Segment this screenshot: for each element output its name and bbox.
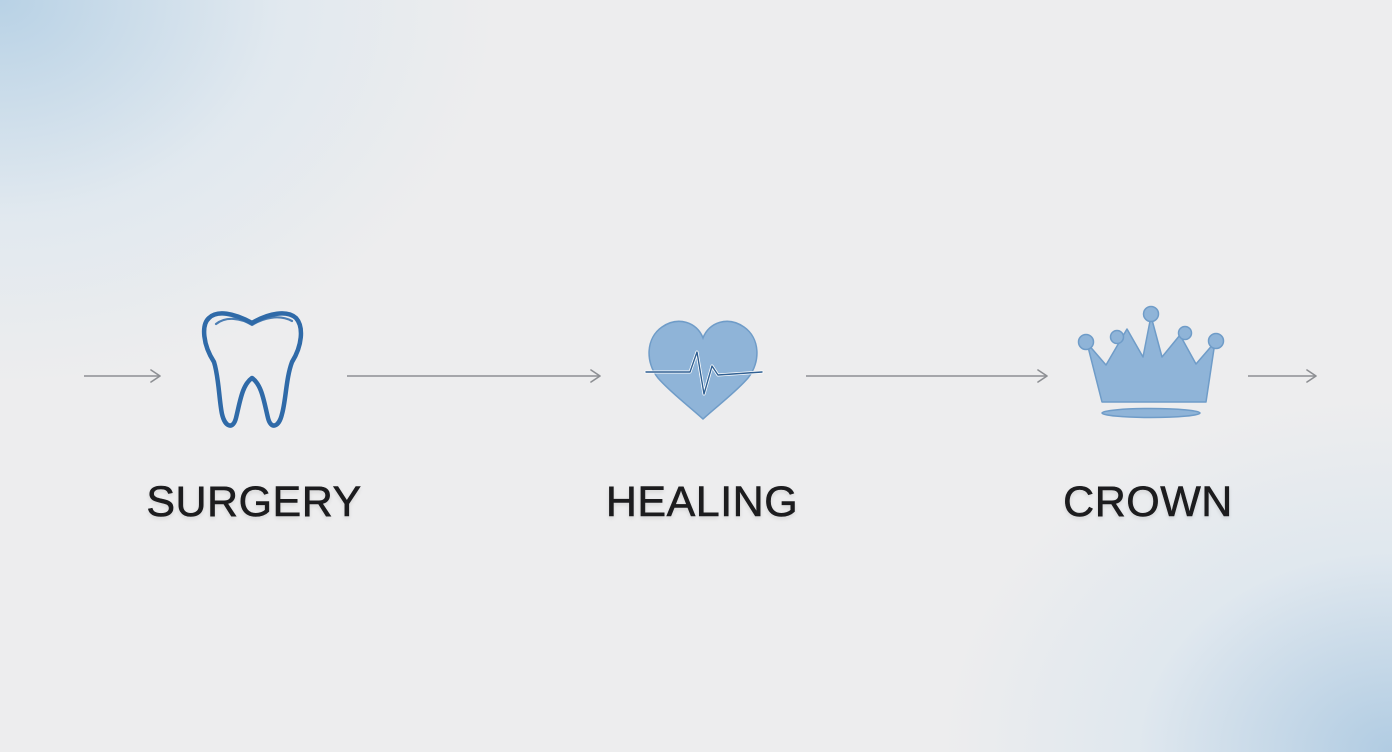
step-label-surgery: SURGERY [146,478,362,527]
heart-pulse-icon [644,320,764,421]
tooth-icon [201,311,304,428]
crown-icon [1077,305,1225,419]
step-label-crown: CROWN [1063,478,1233,527]
step-label-healing: HEALING [605,478,799,527]
